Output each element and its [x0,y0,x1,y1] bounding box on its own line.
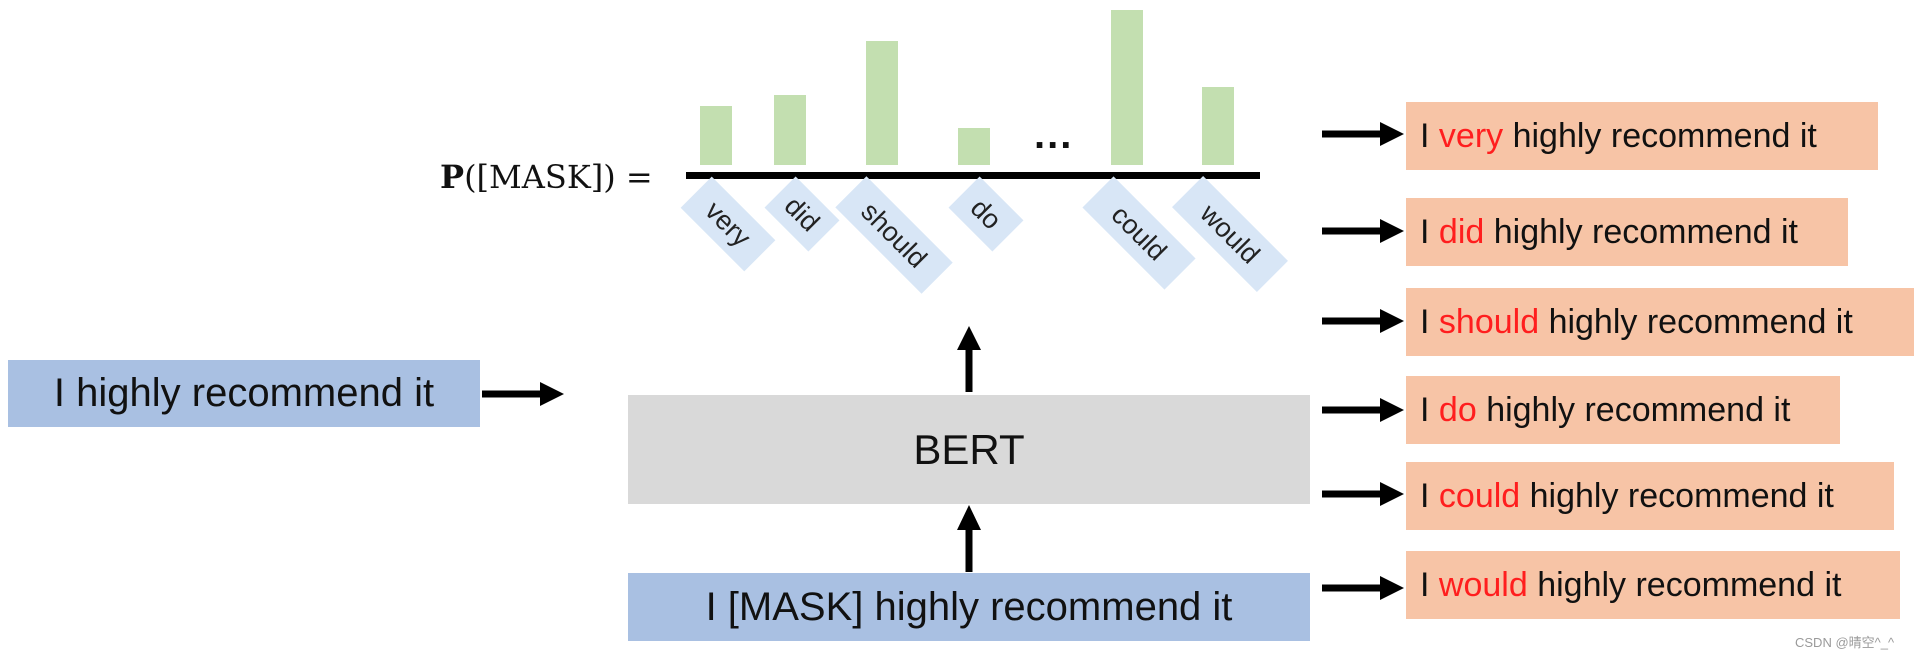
output-highlight-word: could [1438,476,1521,515]
output-prefix: I [1420,390,1430,429]
arrow-to-output-very [1322,122,1404,146]
arrow-to-output-did [1322,219,1404,243]
output-highlight-word: very [1438,116,1504,155]
distribution-baseline [686,172,1260,179]
arrow-masked-to-bert [957,505,981,572]
arrow-to-output-would [1322,576,1404,600]
formula-function: P [440,158,465,196]
probability-bar-could [1111,10,1143,165]
output-sentence-very: I very highly recommend it [1406,102,1878,170]
arrow-input-to-model [482,382,564,406]
output-prefix: I [1420,116,1430,155]
probability-bar-should [866,41,898,165]
output-suffix: highly recommend it [1537,565,1842,604]
output-suffix: highly recommend it [1529,476,1834,515]
output-sentence-do: I do highly recommend it [1406,376,1840,444]
output-sentence-did: I did highly recommend it [1406,198,1848,266]
output-sentence-would: I would highly recommend it [1406,551,1900,619]
output-highlight-word: would [1438,565,1528,604]
output-highlight-word: do [1438,390,1477,429]
output-prefix: I [1420,476,1430,515]
formula-argument: ([MASK]) = [464,158,653,196]
output-sentence-should: I should highly recommend it [1406,288,1914,356]
probability-bar-did [774,95,806,165]
input-sentence-plain-text: I highly recommend it [53,371,435,415]
bert-model-box: BERT [628,395,1310,504]
arrow-to-output-could [1322,482,1404,506]
probability-bar-would [1202,87,1234,165]
arrow-bert-to-distribution [957,326,981,392]
probability-bar-very [700,106,732,165]
ellipsis-label: ... [1034,113,1074,157]
output-suffix: highly recommend it [1512,116,1817,155]
probability-bar-do [958,128,990,165]
input-sentence-masked-text: I [MASK] highly recommend it [705,584,1233,629]
output-prefix: I [1420,565,1430,604]
output-highlight-word: should [1438,302,1540,341]
output-sentence-could: I could highly recommend it [1406,462,1894,530]
probability-formula: P([MASK]) = [440,158,653,196]
output-highlight-word: did [1438,212,1485,251]
input-sentence-masked: I [MASK] highly recommend it [628,573,1310,641]
arrow-to-output-do [1322,398,1404,422]
output-suffix: highly recommend it [1486,390,1791,429]
watermark: CSDN @晴空^_^ [1795,635,1895,650]
output-suffix: highly recommend it [1493,212,1798,251]
input-sentence-plain: I highly recommend it [8,360,480,427]
output-suffix: highly recommend it [1548,302,1853,341]
output-prefix: I [1420,302,1430,341]
output-prefix: I [1420,212,1430,251]
arrow-to-output-should [1322,309,1404,333]
bert-model-label: BERT [913,425,1025,473]
